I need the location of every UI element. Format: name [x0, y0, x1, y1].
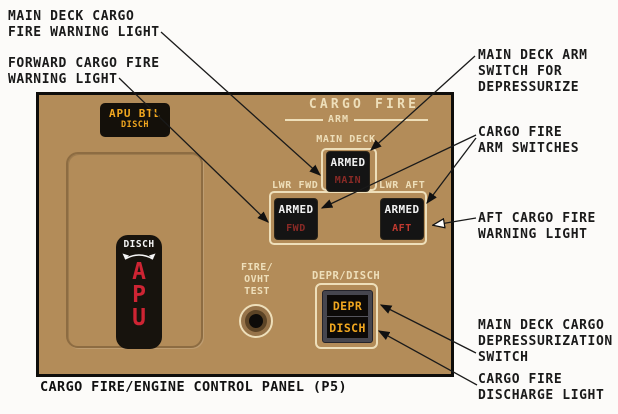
callout-aft-fire-warning: AFT CARGO FIRE WARNING LIGHT	[478, 211, 596, 242]
cargo-fire-title: CARGO FIRE	[308, 97, 420, 112]
callout-main-deck-arm-switch: MAIN DECK ARM SWITCH FOR DEPRESSURIZE	[478, 48, 588, 95]
figure-caption: CARGO FIRE/ENGINE CONTROL PANEL (P5)	[40, 379, 347, 395]
main-deck-arm-switch[interactable]: ARMED MAIN	[327, 152, 369, 191]
apu-fire-handle[interactable]: DISCH A P U	[116, 235, 162, 349]
disch-rotation-arrow-icon	[122, 253, 156, 260]
fire-ovht-test-button[interactable]	[239, 304, 273, 338]
apu-letter: A	[132, 259, 146, 285]
depr-indicator: DEPR	[332, 298, 363, 313]
aft-arm-switch[interactable]: ARMED AFT	[381, 199, 423, 239]
apu-letter: U	[132, 305, 146, 331]
callout-discharge-light: CARGO FIRE DISCHARGE LIGHT	[478, 372, 605, 403]
callout-forward-fire-warning: FORWARD CARGO FIRE WARNING LIGHT	[8, 56, 160, 87]
apu-bottle-discharge-light: APU BTL DISCH	[100, 103, 170, 137]
fwd-arm-switch[interactable]: ARMED FWD	[275, 199, 317, 239]
lwr-fwd-label: LWR FWD	[272, 180, 319, 191]
test-button-core	[249, 314, 263, 328]
depressurization-switch-bezel: DEPR DISCH	[322, 290, 373, 343]
aft-armed-label: ARMED	[384, 203, 420, 216]
apu-btl-disch-label: DISCH	[120, 120, 150, 130]
arm-divider-line	[354, 118, 428, 121]
lwr-aft-label: LWR AFT	[379, 180, 426, 191]
fire-ovht-test-label: FIRE/ OVHT TEST	[240, 262, 274, 297]
arm-label: ARM	[328, 114, 350, 125]
main-deck-depressurization-switch[interactable]: DEPR DISCH	[327, 295, 368, 338]
apu-btl-label: APU BTL	[109, 107, 161, 120]
main-deck-cargo-fire-warning-light: MAIN	[334, 175, 362, 186]
depr-disch-outline	[315, 283, 378, 349]
cargo-fire-discharge-light: DISCH	[327, 316, 368, 338]
arm-divider-line	[285, 118, 323, 121]
depr-disch-label: DEPR/DISCH	[312, 270, 381, 282]
callout-main-deck-fire-warning: MAIN DECK CARGO FIRE WARNING LIGHT	[8, 9, 160, 40]
main-deck-label: MAIN DECK	[316, 134, 376, 145]
callout-arm-switches: CARGO FIRE ARM SWITCHES	[478, 125, 580, 156]
fwd-armed-label: ARMED	[278, 203, 314, 216]
apu-handle-disch-label: DISCH	[123, 239, 155, 250]
callout-depressurization-switch: MAIN DECK CARGO DEPRESSURIZATION SWITCH	[478, 318, 613, 365]
main-armed-label: ARMED	[330, 156, 366, 169]
forward-cargo-fire-warning-light: FWD	[286, 223, 306, 234]
arm-header: ARM	[285, 114, 428, 125]
apu-letter: P	[132, 282, 146, 308]
aft-cargo-fire-warning-light: AFT	[392, 223, 412, 234]
cargo-fire-engine-control-panel: APU BTL DISCH CARGO FIRE ARM MAIN DECK L…	[36, 92, 454, 377]
